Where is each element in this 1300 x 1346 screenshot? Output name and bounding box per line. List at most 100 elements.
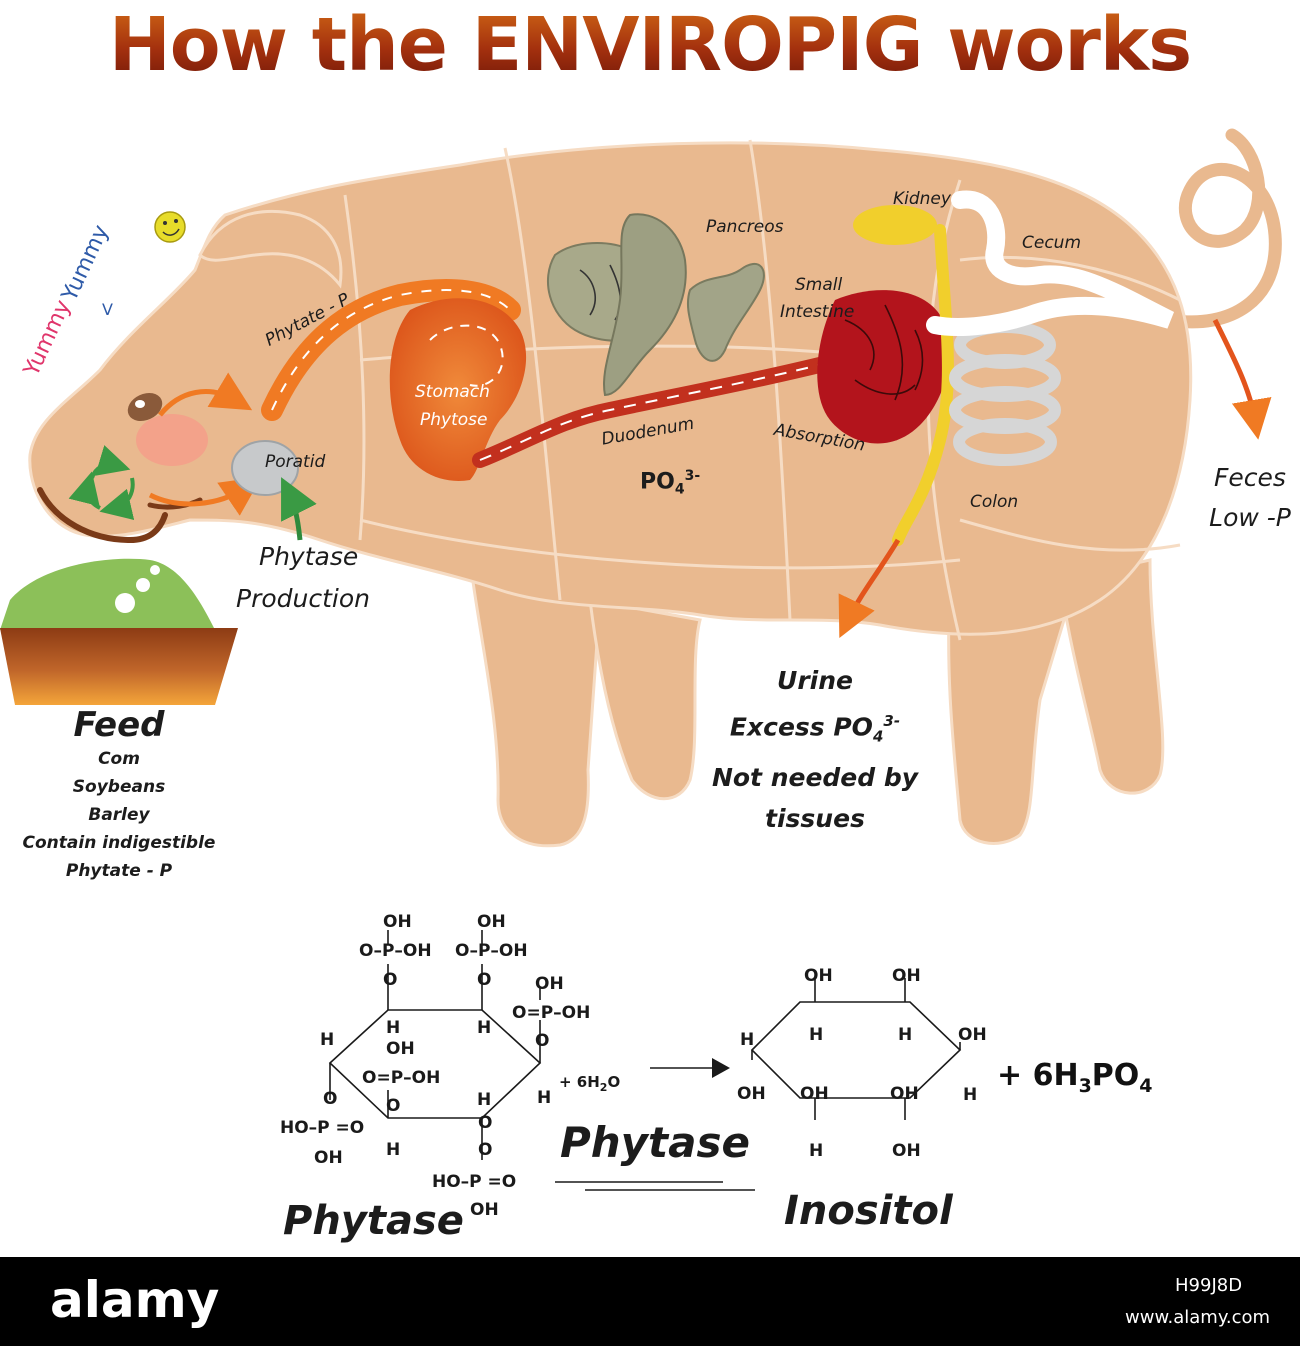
feces-line2: Low -P <box>1209 503 1291 532</box>
label-poratid: Poratid <box>265 452 326 472</box>
pig-eye <box>127 392 163 422</box>
chem-water: + 6H2O <box>559 1073 620 1094</box>
yummy-mark: V <box>102 300 113 319</box>
enzyme-label: Phytase <box>560 1118 750 1167</box>
chem-o: O <box>535 1031 550 1051</box>
pig-back-leg <box>947 588 1072 845</box>
pig-illustration <box>0 128 1282 848</box>
chem-oh: OH <box>958 1025 987 1045</box>
chem-h: H <box>963 1085 978 1105</box>
urine-line2-sup: 3- <box>883 712 901 730</box>
page-title: How the ENVIROPIG works <box>0 2 1300 88</box>
po4-sub: 4 <box>674 481 685 498</box>
feed-pile <box>0 558 215 630</box>
chem-o: O <box>478 1140 493 1160</box>
po4-sup: 3- <box>684 468 701 484</box>
chem-h: H <box>386 1018 401 1038</box>
smiley-icon <box>154 211 186 243</box>
urine-line4: tissues <box>765 804 865 834</box>
pig-back-leg-2 <box>1058 558 1165 795</box>
chem-h: H <box>740 1030 755 1050</box>
chem-oh: OH <box>314 1148 343 1168</box>
feces-line1: Feces <box>1214 463 1286 492</box>
urine-label: Urine Excess PO43- Not needed by tissues <box>690 660 940 839</box>
small-intestine <box>817 290 950 444</box>
chem-opoh: O–P–OH <box>359 941 432 961</box>
chem-oh: OH <box>892 966 921 986</box>
feces-label: Feces Low -P <box>1190 458 1300 538</box>
chem-o: O <box>386 1096 401 1116</box>
feed-bowl <box>0 628 238 705</box>
pig-eye-shine <box>135 400 145 408</box>
watermark-image-id: H99J8D <box>1175 1275 1243 1296</box>
caption-right: Inositol <box>784 1188 953 1234</box>
chem-h: H <box>537 1088 552 1108</box>
chem-o: O <box>477 970 492 990</box>
chem-oh: OH <box>477 912 506 932</box>
pig-mouth <box>37 487 168 544</box>
chem-eqpoh: O=P–OH <box>512 1003 591 1023</box>
urine-line2: Excess PO43- <box>690 701 940 757</box>
feed-item: Contain indigestible <box>22 833 216 853</box>
chem-oh: OH <box>800 1084 829 1104</box>
label-phytase-line1: Phytase <box>259 542 359 571</box>
water-text: + 6H <box>559 1073 600 1091</box>
liver-lobe <box>603 213 687 397</box>
watermark-brand: alamy <box>50 1271 220 1329</box>
watermark-site: www.alamy.com <box>1125 1307 1271 1328</box>
feed-item: Soybeans <box>72 777 166 797</box>
chem-hopeq: HO–P =O <box>280 1118 365 1138</box>
water-end: O <box>607 1073 621 1091</box>
label-small: Small <box>795 275 843 295</box>
saliva-arrow-icon <box>158 372 253 417</box>
pig-ear <box>198 209 343 289</box>
chem-oh: OH <box>804 966 833 986</box>
urine-line2-sub: 4 <box>872 727 884 746</box>
ureter <box>892 224 954 546</box>
chem-h: H <box>898 1025 913 1045</box>
chem-h: H <box>809 1141 824 1161</box>
feed-arrow-icon <box>148 476 262 516</box>
chem-oh: OH <box>892 1141 921 1161</box>
water-sub: 2 <box>599 1081 608 1094</box>
chem-opoh: O–P–OH <box>455 941 528 961</box>
chem-oh: OH <box>383 912 412 932</box>
urine-line2-text: Excess PO <box>729 712 873 742</box>
label-pancreos: Pancreos <box>706 217 784 237</box>
product-lead: + 6H <box>997 1058 1079 1093</box>
product-sub1: 3 <box>1078 1075 1092 1097</box>
product-mid: PO <box>1091 1058 1140 1093</box>
pig-tail <box>1163 128 1282 329</box>
chem-hopeq2: HO–P =O <box>432 1172 517 1192</box>
pig-cheek <box>136 414 208 466</box>
chem-oh: OH <box>890 1084 919 1104</box>
pig-front-leg-2 <box>588 598 702 801</box>
urine-line3: Not needed by <box>711 763 919 793</box>
stomach <box>389 298 527 481</box>
label-stomach: Stomach <box>415 382 490 402</box>
label-colon: Colon <box>970 492 1019 512</box>
label-phytase-line2: Production <box>236 584 370 613</box>
chem-o: O <box>478 1113 493 1133</box>
product-formula: + 6H3PO4 <box>997 1058 1153 1097</box>
chem-oh: OH <box>737 1084 766 1104</box>
chem-h: H <box>477 1018 492 1038</box>
label-phytose: Phytose <box>420 410 488 430</box>
chem-oh: OH <box>535 974 564 994</box>
pig-front-leg <box>468 557 602 848</box>
chem-h: H <box>477 1090 492 1110</box>
chem-o: O <box>383 970 398 990</box>
chem-o: O <box>323 1089 338 1109</box>
urine-line1: Urine <box>777 666 853 695</box>
chem-h: H <box>320 1030 335 1050</box>
cecum <box>926 190 1175 336</box>
caption-left: Phytase <box>283 1198 464 1244</box>
feed-block: Feed Com Soybeans Barley Contain indiges… <box>0 705 238 885</box>
chem-h: H <box>386 1140 401 1160</box>
feed-item: Phytate - P <box>65 861 173 881</box>
kidney <box>853 205 937 245</box>
chemistry-bonds <box>328 930 962 1191</box>
feed-item: Com <box>98 749 140 769</box>
recycle-icon <box>68 445 135 520</box>
